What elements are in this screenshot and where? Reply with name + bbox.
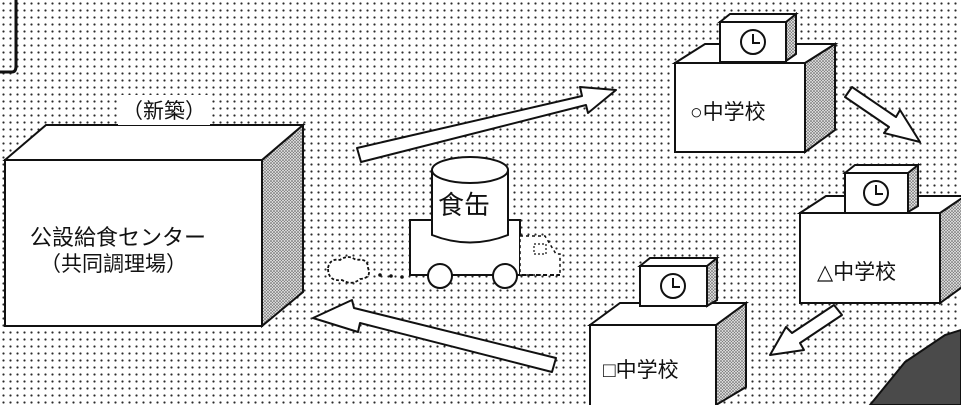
corner-frame	[0, 0, 18, 74]
clock-icon	[740, 29, 766, 55]
kitchen-box	[2, 122, 306, 329]
food-can-label: 食缶	[438, 190, 491, 220]
school-box-3	[586, 255, 750, 405]
clock-icon	[660, 273, 686, 299]
arrow-return-to-kitchen	[312, 299, 557, 373]
exhaust-cloud-icon	[327, 256, 404, 284]
kitchen-subtitle: （共同調理場）	[40, 253, 187, 276]
corner-shape	[868, 328, 961, 405]
clock-icon	[863, 180, 889, 206]
food-can-icon	[431, 156, 509, 244]
kitchen-name: 公設給食センター	[30, 225, 207, 250]
school-label-2: △中学校	[817, 261, 897, 284]
school-box-2	[796, 162, 961, 305]
arrow-to-school-1	[356, 86, 617, 163]
school-label-3: □中学校	[603, 359, 679, 382]
school-box-1	[671, 11, 839, 154]
arrow-school-2-to-3	[769, 304, 843, 356]
kitchen-new-note: （新築）	[118, 95, 210, 125]
school-label-1: ○中学校	[690, 101, 766, 124]
arrow-school-1-to-2	[844, 86, 921, 143]
